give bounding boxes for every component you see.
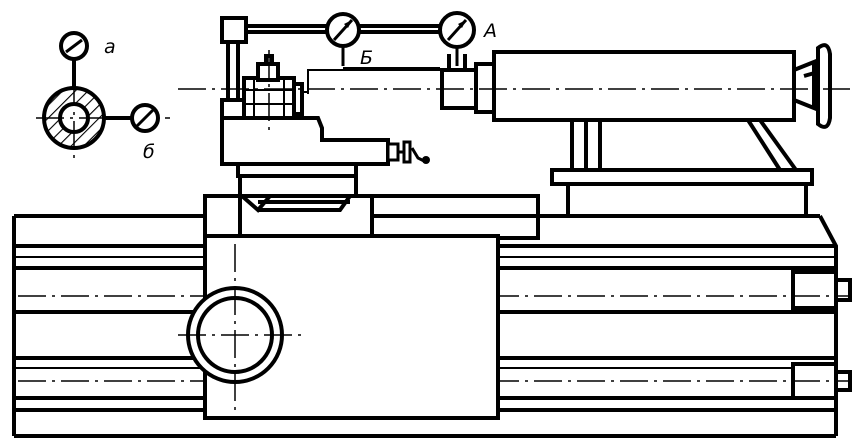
label-gauge-b: Б [360, 47, 373, 69]
tailstock [440, 43, 832, 218]
label-indicator-side: б [143, 141, 155, 163]
lead-screw-end [791, 270, 838, 310]
tailstock-handwheel [816, 43, 832, 129]
dial-indicator-a [438, 11, 476, 66]
indicator-stand [226, 40, 240, 102]
bar-clamp [220, 16, 248, 44]
lathe-bed [12, 214, 852, 438]
compound-rest [220, 116, 390, 166]
label-gauge-a: А [482, 20, 497, 42]
indicator-bar: А Б [220, 11, 497, 94]
section-detail: а б [36, 31, 170, 163]
label-indicator-top: а [104, 36, 116, 58]
tailstock-body [492, 50, 796, 122]
tool-post [220, 40, 430, 178]
carriage [178, 174, 540, 420]
dial-indicator-b [325, 12, 361, 66]
